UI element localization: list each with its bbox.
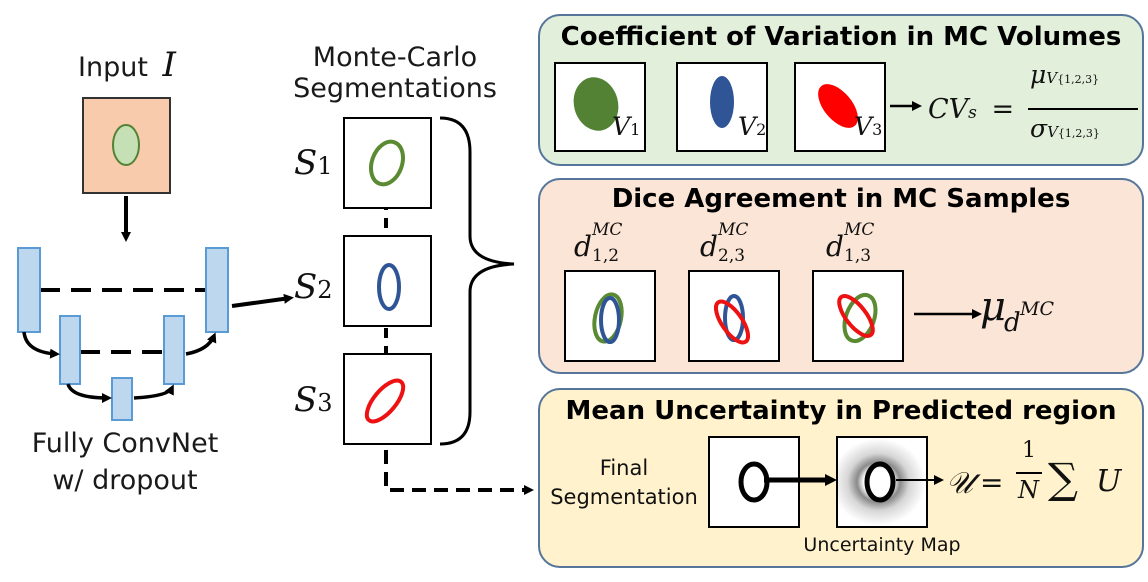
network-caption: Fully ConvNet w/ dropout	[20, 428, 230, 496]
cv-fraction-bar	[1028, 108, 1138, 110]
volume-label-1: V1	[612, 112, 641, 141]
unc-lhs: 𝒰	[946, 466, 973, 501]
volume-label-3: V3	[854, 112, 883, 141]
network-caption-line2: w/ dropout	[52, 465, 198, 497]
panel-cv: Coefficient of Variation in MC Volumes V…	[538, 14, 1144, 166]
dashed-arrow-final	[384, 450, 534, 495]
cv-numerator: μV{1,2,3}	[1030, 60, 1100, 89]
volume-ellipse-1	[573, 77, 619, 131]
dice-arrow	[914, 309, 982, 319]
sample-label-2: S2	[294, 267, 333, 307]
map-to-formula-arrow	[896, 475, 944, 485]
uncertainty-map-ellipse	[864, 461, 896, 503]
down-arrow-1	[22, 331, 60, 359]
sample-label-1: S1	[294, 143, 333, 183]
pair-box-1	[564, 270, 656, 362]
cv-arrow	[890, 101, 922, 111]
final-seg-line2: Segmentation	[550, 485, 698, 510]
encoder-block-2	[59, 315, 81, 385]
cv-denominator: σV{1,2,3}	[1030, 114, 1100, 143]
mc-title-line2: Segmentations	[293, 73, 497, 105]
pair-ellipses-3	[837, 292, 878, 344]
sample-ellipse-3	[364, 378, 406, 424]
sample-box-3	[343, 353, 432, 445]
input-image	[82, 97, 171, 194]
decoder-block-2	[163, 315, 185, 385]
bottleneck-block	[111, 377, 133, 421]
mc-title-line1: Monte-Carlo	[312, 42, 478, 73]
cv-lhs-sub: s	[968, 103, 977, 123]
network-diagram	[17, 196, 294, 421]
dice-result: μ d MC	[980, 284, 1054, 338]
unc-frac-num: 1	[1022, 438, 1036, 463]
curly-brace	[439, 116, 515, 446]
down-arrow-2	[66, 383, 112, 403]
pair-box-2	[688, 270, 780, 362]
panel-uncertainty: Mean Uncertainty in Predicted region Fin…	[538, 388, 1144, 568]
sample-ellipse-1	[369, 139, 405, 187]
decoder-block-1	[205, 247, 229, 333]
uncertainty-formula: 𝒰 = 1 N ∑ U	[944, 434, 1144, 534]
pair-label-2: d MC 2,3	[700, 220, 749, 266]
up-arrow-1	[185, 332, 217, 356]
uncertainty-map-label: Uncertainty Map	[803, 534, 961, 556]
input-symbol: I	[162, 45, 176, 85]
encoder-block-1	[17, 247, 41, 333]
panel-dice-title: Dice Agreement in MC Samples	[611, 184, 1071, 214]
volume-ellipse-3	[818, 84, 858, 128]
pair-ellipses-2	[713, 294, 751, 345]
sample-box-2	[343, 235, 432, 327]
cv-lhs: CV	[928, 94, 969, 125]
pair-ellipses-1	[592, 292, 624, 344]
sample-label-3: S3	[294, 380, 333, 420]
input-ellipse	[112, 124, 140, 166]
panel-dice: Dice Agreement in MC Samples d MC 1,2 d …	[538, 178, 1144, 374]
input-label: Input	[78, 52, 148, 83]
pair-box-3	[812, 270, 904, 362]
volume-box-1: V1	[554, 62, 646, 152]
sample-box-1	[343, 117, 432, 209]
panel-unc-title: Mean Uncertainty in Predicted region	[565, 396, 1117, 426]
network-to-mc-arrow	[231, 293, 294, 308]
final-to-map-arrow	[764, 474, 837, 486]
unc-eq: =	[980, 466, 1004, 499]
sample-ellipse-2	[377, 263, 401, 311]
pair-label-3: d MC 1,3	[826, 220, 875, 266]
pair-label-1: d MC 1,2	[574, 220, 623, 266]
up-arrow-2	[133, 384, 174, 400]
input-label-group: Input I	[78, 45, 176, 85]
final-seg-line1: Final	[599, 456, 649, 480]
volume-ellipse-2	[710, 76, 734, 128]
cv-formula: CVs = μV{1,2,3} σV{1,2,3}	[928, 60, 1142, 164]
volume-box-3: V3	[794, 62, 886, 152]
unc-sum-term: U	[1096, 464, 1122, 499]
uncertainty-map-box	[836, 436, 928, 528]
unc-frac-bar	[1016, 472, 1042, 474]
volume-label-2: V2	[738, 112, 767, 141]
unc-sum: ∑	[1048, 454, 1078, 503]
cv-eq: =	[991, 94, 1015, 125]
mc-title: Monte-Carlo Segmentations	[290, 42, 500, 104]
network-caption-line1: Fully ConvNet	[31, 428, 219, 459]
panel-cv-title: Coefficient of Variation in MC Volumes	[560, 22, 1122, 52]
volume-box-2: V2	[676, 62, 768, 152]
unc-frac-den: N	[1018, 476, 1039, 504]
final-seg-label: Final Segmentation	[546, 454, 702, 513]
